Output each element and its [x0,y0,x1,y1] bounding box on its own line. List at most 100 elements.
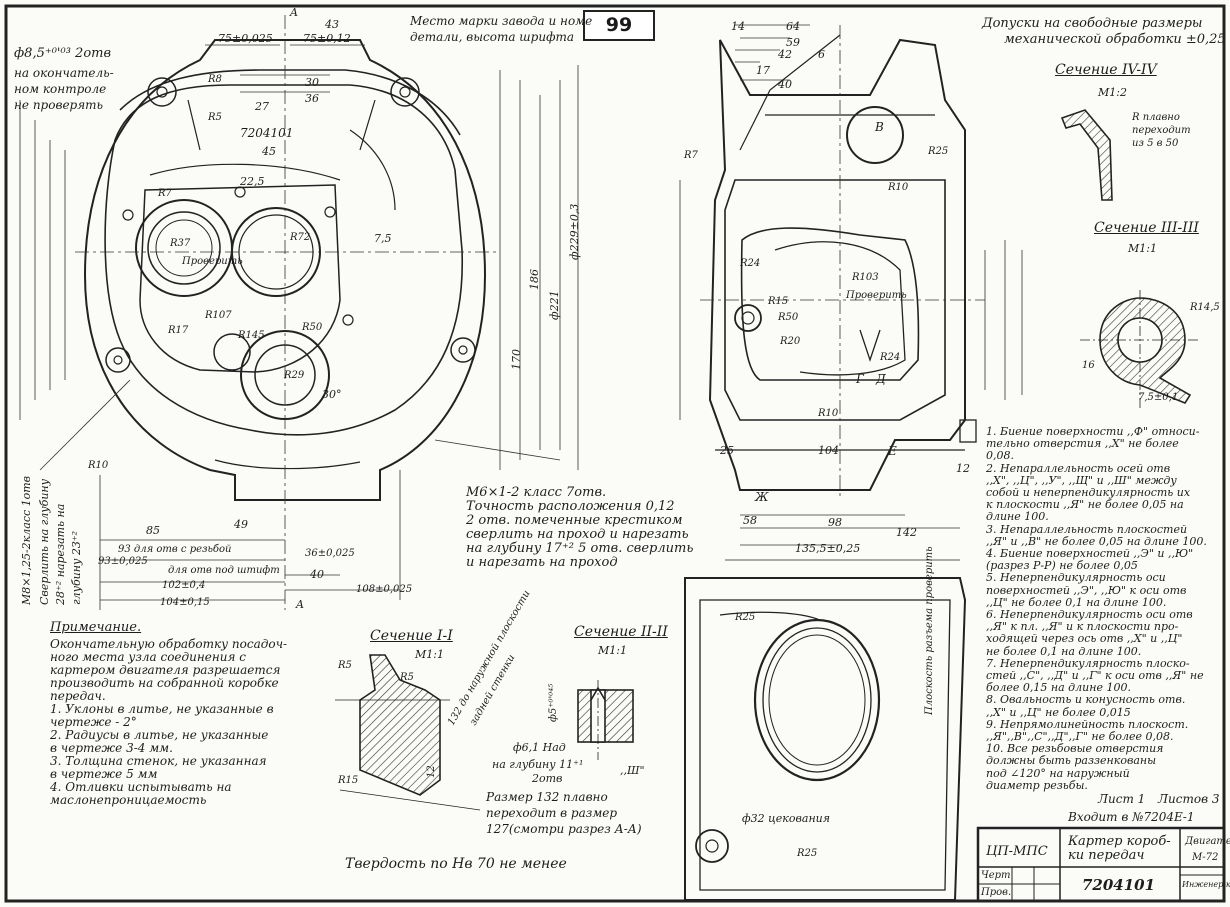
radius-r17: R17 [168,325,189,336]
tolerance-line: 6. Неперпендикулярность оси отв [986,608,1193,622]
section-3-r14-5: R14,5 [1190,302,1220,313]
mark-d: Д [876,372,886,386]
tolerance-line: ,,Я" и ,,В" не более 0,05 на длине 100. [986,534,1207,548]
side-r15: R15 [768,296,789,307]
radius-r50: R50 [302,322,323,333]
dim-30: 30 [305,76,319,89]
dim-36-tolerance: 36±0,025 [305,548,355,559]
section-2-dim-45: ф5⁺⁰'⁰⁴⁵ [548,683,559,722]
dim-22-5: 22,5 [240,175,265,188]
section-3-dim-7-5: 7,5±0,1 [1138,392,1179,403]
angle-30: 30° [322,388,342,401]
title-stamp: Инженер-констр. [1182,880,1230,889]
side-r103: R103 [852,272,879,283]
sheet-border [4,4,1226,903]
view-z-marker: Ж [755,490,769,504]
bottom-view-bore [753,618,881,782]
hole-note-1: на окончатель- [14,66,114,80]
part-name-1: Картер короб- [1068,834,1171,849]
part-name-2: ки передач [1068,848,1145,863]
mark-g: Г [856,372,864,386]
remark-line: в чертеже 3-4 мм. [50,741,173,755]
side-dim-142: 142 [896,526,917,539]
tolerance-header-2: механической обработки ±0,25 [1004,32,1226,47]
m8-note: М8×1,25-2класс 1отв [20,475,33,605]
tolerance-line: под ∠120° на наружный [986,766,1130,780]
thread-note-line-2: Точность расположения 0,12 [466,499,675,514]
section-a-top: A [290,6,298,19]
tolerance-line: диаметр резьбы. [986,778,1088,792]
section-4-note-2: переходит [1132,125,1191,136]
title-block-frame [976,826,1226,903]
section-4-note-1: R плавно [1132,112,1180,123]
remark-line: маслонепроницаемость [50,793,207,807]
dim-108: 108±0,025 [356,584,413,595]
side-view-dimensions [679,24,1023,546]
tolerance-line: ,,Х", ,,Ц", ,,У", ,,Щ" и ,,Ш" между [986,473,1177,487]
tolerance-line: ходящей через ось отв ,,Х" и ,,Ц" [986,632,1183,646]
dim-36: 36 [305,92,319,105]
tolerance-line: более 0,15 на длине 100. [986,681,1131,695]
maker-mark-note-2: детали, высота шрифта [410,30,574,44]
side-dim-14: 14 [731,20,745,33]
remark-line: 4. Отливки испытывать на [50,780,232,794]
side-view [708,34,977,491]
thread-note-line-3: 2 отв. помеченные крестиком [466,513,683,528]
section-2-title: Сечение II-II [574,624,668,640]
tolerance-line: 2. Непараллельность осей отв [986,461,1171,475]
side-dim-64: 64 [786,20,800,33]
section-1-r15: R15 [338,775,359,786]
view-b-marker: В [875,120,884,134]
dim-40: 40 [310,568,324,581]
thread-note-line-5: на глубину 17⁺² 5 отв. сверлить [466,541,694,556]
section-1-r5: R5 [338,660,352,671]
product-model: М-72 [1192,852,1219,863]
dim-229: ф229±0,3 [568,203,581,260]
side-r50: R50 [778,312,799,323]
radius-r145: R145 [238,330,265,341]
title-row-check: Пров. [981,887,1012,898]
remark-line: в чертеже 5 мм [50,767,158,781]
thread-note-line-4: сверлить на проход и нарезать [466,527,689,542]
tolerance-line: 5. Неперпендикулярность оси [986,571,1166,585]
section-3-title: Сечение III-III [1094,220,1199,236]
radius-r5: R5 [208,112,222,123]
part-number-on-housing: 7204101 [240,126,294,140]
tolerance-line: 10. Все резьбовые отверстия [986,742,1164,756]
tolerance-line: длине 100. [986,510,1049,524]
side-r7: R7 [684,150,698,161]
section-4-scale: М1:2 [1098,86,1127,99]
remark-line: ного места узла соединения с [50,650,246,664]
bottom-dim-135: 135,5±0,25 [795,542,861,555]
dim-75-left: 75±0,025 [218,32,273,45]
radius-r29: R29 [284,370,305,381]
radius-r7: R7 [158,188,172,199]
section-1-scale: М1:1 [415,648,444,661]
section-4-note-3: из 5 в 50 [1132,138,1179,149]
side-dim-17: 17 [756,64,770,77]
dim-186: 186 [528,269,541,290]
tolerance-line: не более 0,1 на длине 100. [986,644,1142,658]
dim-45: 45 [262,145,276,158]
dim-85: 85 [146,524,160,537]
thread-note: М6×1-2 класс 7отв. Точность расположения… [466,486,693,570]
side-dim-40: 40 [778,78,792,91]
bottom-plane-note: Плоскость разъема проверить [924,546,935,715]
hole-spec-label: ф8,5⁺⁰'⁰³ 2отв [14,46,112,61]
side-check: Проверить [846,290,907,301]
m8-note-2: Сверлить на глубину [38,478,51,605]
side-r20: R20 [780,336,801,347]
side-r10-top: R10 [888,182,909,193]
section-4-drawing [1060,109,1113,201]
section-4-title: Сечение IV-IV [1055,62,1157,78]
section-2-scale: М1:1 [598,644,627,657]
tolerance-line: 4. Биение поверхностей ,,Э" и ,,Ю" [986,547,1194,561]
tolerance-list: 1. Биение поверхности ,,Ф" относи- тельн… [986,425,1207,792]
tolerance-line: собой и неперпендикулярность их [986,486,1191,500]
hardness-note: Твердость по Нв 70 не менее [345,856,567,872]
section-3-drawing [1080,290,1200,410]
bottom-r25-bottom: R25 [797,848,818,859]
side-view-outer-contour [708,38,966,491]
remark-line: Окончательную обработку посадоч- [50,637,288,651]
